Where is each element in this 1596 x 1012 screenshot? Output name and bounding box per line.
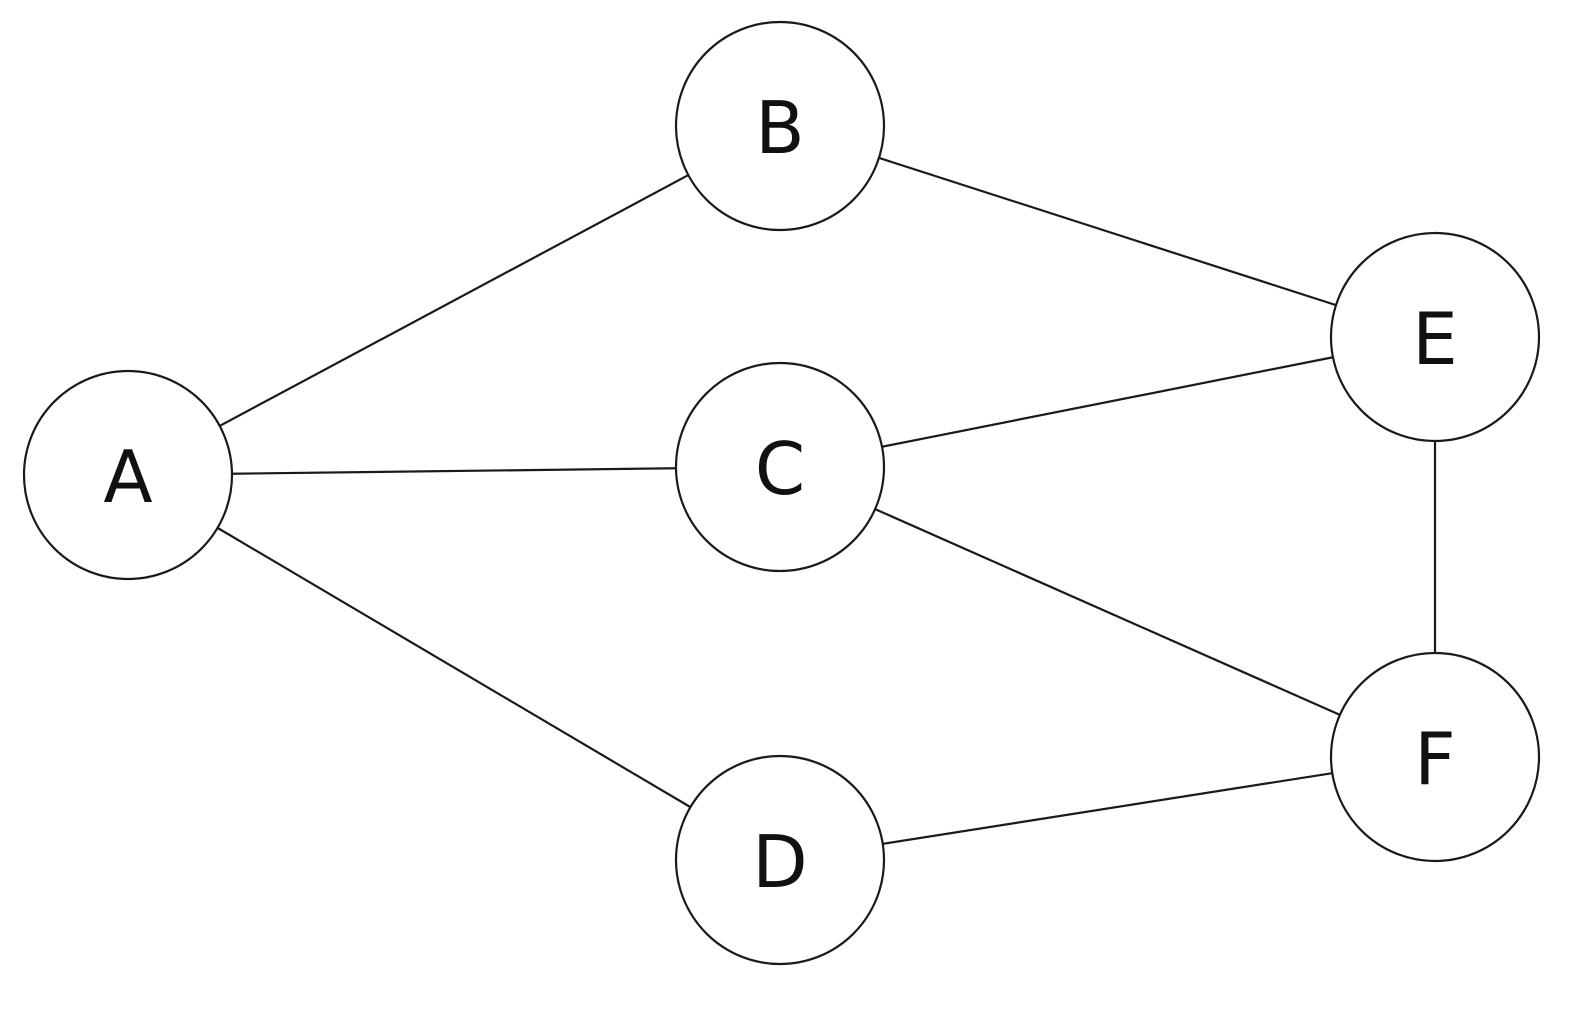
node-c: C xyxy=(674,361,886,573)
edge-c-f xyxy=(874,508,1341,716)
node-circle-f xyxy=(1329,651,1541,863)
node-label-d: D xyxy=(752,820,807,904)
edge-a-c xyxy=(231,467,677,475)
node-d: D xyxy=(674,754,886,966)
node-label-c: C xyxy=(755,427,805,511)
node-circle-a xyxy=(22,369,234,581)
node-circle-d xyxy=(674,754,886,966)
node-label-b: B xyxy=(755,86,804,170)
edge-a-b xyxy=(219,174,689,427)
edge-c-e xyxy=(881,356,1334,448)
edges-layer xyxy=(216,156,1437,845)
edge-b-e xyxy=(878,156,1337,307)
node-f: F xyxy=(1329,651,1541,863)
node-a: A xyxy=(22,369,234,581)
node-e: E xyxy=(1329,231,1541,443)
node-label-a: A xyxy=(103,435,152,519)
node-b: B xyxy=(674,20,886,232)
node-label-e: E xyxy=(1412,297,1458,381)
nodes-layer: A B C D E F xyxy=(22,20,1541,966)
node-circle-e xyxy=(1329,231,1541,443)
node-circle-b xyxy=(674,20,886,232)
edge-a-d xyxy=(216,526,692,809)
node-label-f: F xyxy=(1414,717,1455,801)
node-circle-c xyxy=(674,361,886,573)
edge-d-f xyxy=(882,772,1333,845)
